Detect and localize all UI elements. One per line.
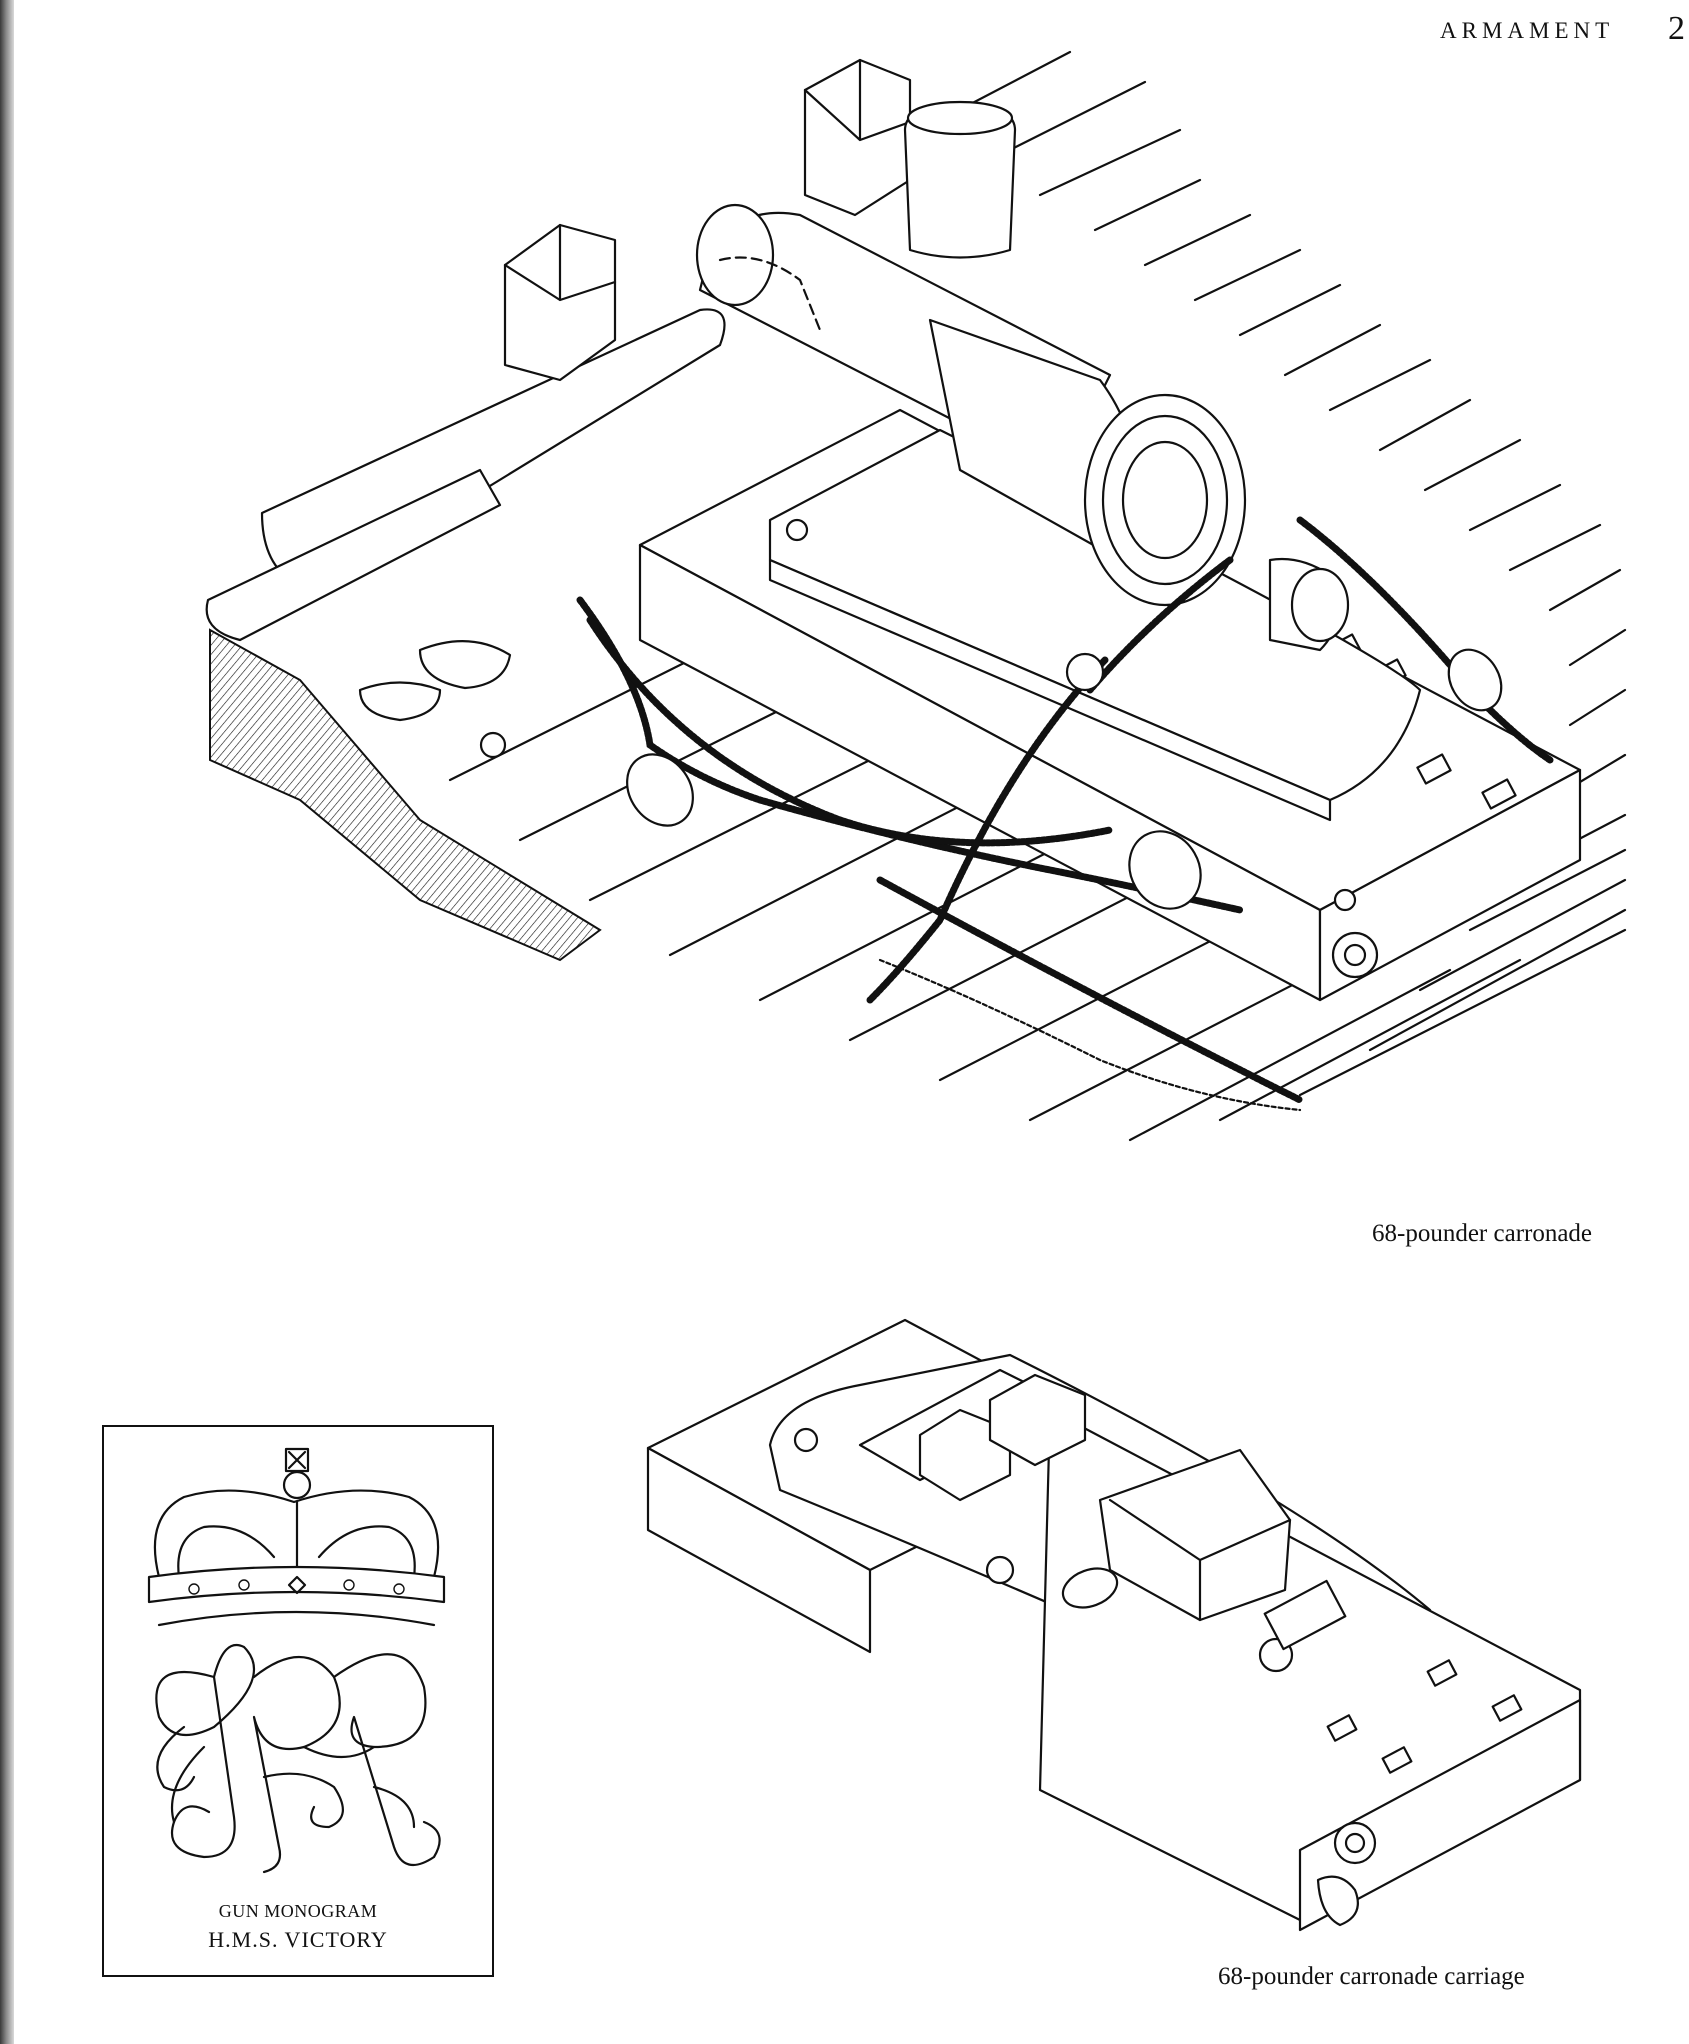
carronade-upper-carriage [768,428,1422,822]
carronade-caption: 68-pounder carronade [1372,1220,1593,1247]
book-spine-shadow [0,0,14,2044]
gr-cipher-monogram [155,1644,441,1874]
bulwark-sill [205,308,726,962]
running-head: ARMAMENT [1440,18,1615,43]
deck-planks [448,50,1627,1142]
carronade-illustration [205,50,1627,1142]
carriage-caption: 68-pounder carronade carriage [1218,1963,1525,1990]
crown-monogram-drawing [147,1447,446,1874]
carronade-barrel [695,100,1350,652]
page-number: 2 [1668,10,1685,47]
crown-icon [147,1447,446,1627]
breeching-tackle [479,516,1554,1112]
monogram-label-title: GUN MONOGRAM [218,1901,378,1921]
monogram-label-ship: H.M.S. VICTORY [208,1927,388,1952]
gun-monogram-panel: GUN MONOGRAM H.M.S. VICTORY [102,1425,494,1977]
carriage-illustration [646,1318,1582,1932]
